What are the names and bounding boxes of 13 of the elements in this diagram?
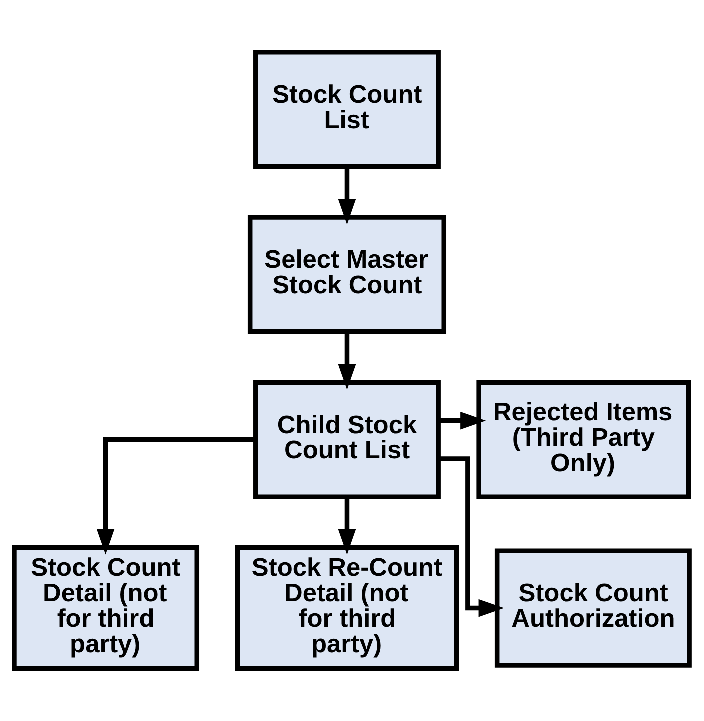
- node-box: Rejected Items (Third Party Only): [476, 380, 692, 500]
- node-box: Stock Re-Count Detail (not for third party): [235, 546, 460, 672]
- arrow: [338, 166, 356, 225]
- node-box: Select Master Stock Count: [248, 215, 446, 334]
- node-box: Stock Count Detail (not for third party): [12, 546, 200, 672]
- arrow: [338, 497, 356, 555]
- node-box: Stock Count List: [254, 50, 441, 170]
- node-box: Child Stock Count List: [254, 380, 441, 500]
- arrow: [438, 412, 486, 430]
- node-box: Stock Count Authorization: [494, 548, 692, 668]
- arrow: [96, 438, 256, 555]
- arrow: [438, 456, 504, 618]
- arrow: [338, 332, 356, 390]
